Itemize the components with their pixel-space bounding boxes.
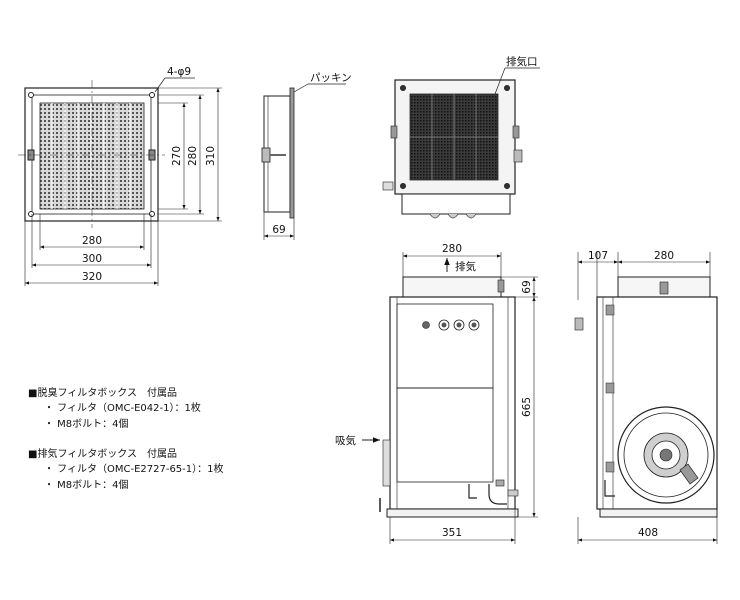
deodor-item-bolts: ・ M8ボルト：4個 [44,419,129,430]
exhaust-grille-bars [410,94,498,180]
unit-side-view [574,252,718,544]
unit-body [389,296,516,510]
exhaust-item-filter: ・ フィルタ（OMC-E2727-65-1）：1枚 [44,464,224,475]
dim-right-280: 280 [654,250,674,262]
exhaust-box-title: ■排気フィルタボックス 付属品 [28,449,177,460]
dim-right-107: 107 [588,250,608,262]
exhaust-label: 排気 [455,260,476,273]
top-filter-box [402,276,502,298]
side-clip [261,147,271,163]
indicator-lamp [422,321,430,329]
exhaust-port-label: 排気口 [506,55,538,68]
deodor-box-title: ■脱臭フィルタボックス 付属品 [28,388,177,399]
dim-front-310: 310 [205,146,217,166]
mount-hole [149,92,155,98]
dim-front-300: 300 [82,253,102,265]
deodor-item-filter: ・ フィルタ（OMC-E042-1）：1枚 [44,403,201,414]
grille-vertical-bars [51,103,131,209]
top-product-view [382,67,540,219]
dim-front-320: 320 [82,271,102,283]
gasket-plate [289,87,295,219]
unit-base [386,508,519,518]
mount-hole [28,211,34,217]
unit-front-view [362,252,538,544]
intake-grille-side [382,439,391,487]
dim-front-280-v: 280 [187,146,199,166]
dim-side-69: 69 [272,224,285,236]
exhaust-item-bolts: ・ M8ボルト：4個 [44,480,129,491]
product-base [401,193,511,215]
side-base [599,508,718,518]
exhaust-port-leader [494,67,506,95]
dim-unit-665: 665 [521,397,533,417]
intake-label: 吸気 [335,434,356,447]
gasket-leader [293,83,309,93]
side-view [261,83,346,240]
hole-spec-label: 4-φ9 [167,66,191,78]
dim-right-408: 408 [638,527,658,539]
dim-unit-351: 351 [442,527,462,539]
accessory-notes: ■脱臭フィルタボックス 付属品 ・ フィルタ（OMC-E042-1）：1枚 ・ … [28,386,288,494]
mount-hole [149,211,155,217]
hole-leader [154,77,166,93]
front-view [18,77,222,286]
dim-unit-69: 69 [521,280,533,293]
dim-unit-280: 280 [442,243,462,255]
lower-panel [396,387,494,483]
dim-front-270: 270 [171,146,183,166]
mount-hole [28,92,34,98]
gasket-label: パッキン [310,72,352,84]
dim-front-280: 280 [82,235,102,247]
